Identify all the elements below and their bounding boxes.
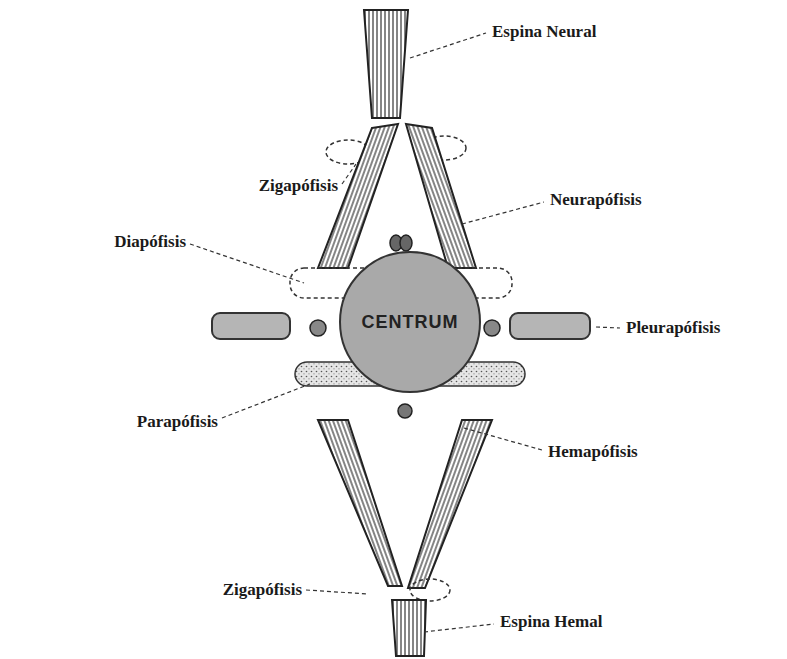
part-label: Pleurapófisis bbox=[626, 318, 720, 338]
centrum-text: CENTRUM bbox=[362, 312, 459, 333]
part-label: Hemapófisis bbox=[548, 442, 638, 462]
part-label: Zigapófisis bbox=[259, 176, 338, 196]
part-label: Diapófisis bbox=[114, 232, 186, 252]
part-label: Espina Hemal bbox=[500, 612, 603, 632]
part-label: Zigapófisis bbox=[223, 580, 302, 600]
part-label: Espina Neural bbox=[492, 22, 596, 42]
part-label: Parapófisis bbox=[137, 412, 218, 432]
centrum-circle: CENTRUM bbox=[339, 251, 481, 393]
part-label: Neurapófisis bbox=[550, 190, 642, 210]
